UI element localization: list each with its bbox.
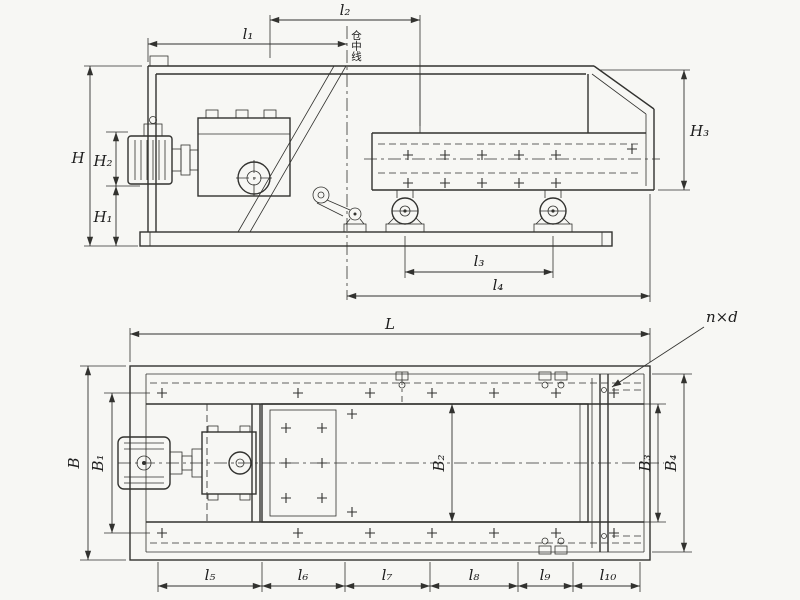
dim-label-l6: l₆ <box>298 566 309 584</box>
dim-label-l1: l₁ <box>243 25 254 43</box>
dim-label-L: L <box>384 315 395 333</box>
drive-unit-side <box>127 109 291 197</box>
dimension-B: B <box>65 365 126 561</box>
dimension-H2: H₂ <box>92 131 140 187</box>
dimension-B1: B₁ <box>89 392 150 534</box>
machine-frame-side <box>139 55 655 247</box>
dim-label-l9: l₉ <box>540 566 551 584</box>
dimension-l3: l₃ <box>404 236 554 278</box>
dim-label-H1: H₁ <box>92 208 112 226</box>
dimension-B2: B₂ <box>430 404 456 522</box>
dim-label-l5: l₅ <box>205 566 216 584</box>
trough-side <box>364 132 660 191</box>
dim-label-l7: l₇ <box>382 566 393 584</box>
dim-label-H3: H₃ <box>689 122 709 140</box>
dim-label-nxd: n×d <box>706 308 738 326</box>
dim-label-l3: l₃ <box>474 252 485 270</box>
dim-label-B4: B₄ <box>662 454 680 472</box>
discharge-flange-plan <box>591 374 644 552</box>
dim-label-l10: l₁₀ <box>600 566 617 584</box>
dim-label-B1: B₁ <box>89 454 107 472</box>
dimension-H1: H₁ <box>92 186 120 246</box>
callout-nxd: n×d <box>611 308 738 388</box>
dim-label-H: H <box>70 149 85 167</box>
dimension-H3: H₃ <box>600 69 709 191</box>
bin-centerline-label: 仓中线 <box>350 29 362 61</box>
dim-label-l4: l₄ <box>493 276 504 294</box>
eccentric-link <box>312 186 367 233</box>
dimension-B4: B₄ <box>652 373 692 553</box>
hold-down-clamps <box>395 371 568 555</box>
drive-unit-plan <box>117 425 257 501</box>
dim-label-B: B <box>65 457 83 469</box>
top-view: 仓中线 l₂ l₁ H H₂ H₁ H₃ <box>70 1 709 302</box>
dim-label-l8: l₈ <box>469 566 480 584</box>
dim-label-B3: B₃ <box>636 454 654 472</box>
bin-centerline: 仓中线 <box>346 26 362 300</box>
dimension-chain-bottom: l₅ l₆ l₇ l₈ l₉ l₁₀ <box>157 562 641 592</box>
dim-label-B2: B₂ <box>430 454 448 472</box>
dimension-l2: l₂ <box>269 1 421 126</box>
dimension-B3: B₃ <box>612 403 666 523</box>
dimension-l4: l₄ <box>347 194 651 302</box>
trough-plan <box>261 403 589 523</box>
dim-label-l2: l₂ <box>340 1 351 19</box>
support-bearing-right <box>533 190 573 233</box>
bottom-view: L n×d B B₁ B₂ B₃ B₄ <box>65 308 738 592</box>
support-bearing-left <box>385 190 425 233</box>
dim-label-H2: H₂ <box>92 152 112 170</box>
dimension-l1: l₁ <box>147 25 347 62</box>
dimension-L: L <box>129 315 651 362</box>
dimension-H: H <box>70 65 142 247</box>
